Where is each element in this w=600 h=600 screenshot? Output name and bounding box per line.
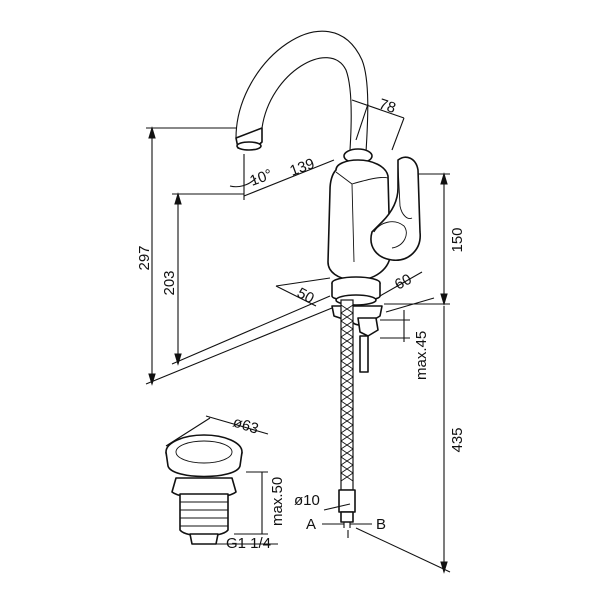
waste-valve — [165, 415, 278, 545]
fixing-nut — [357, 317, 379, 337]
faucet-body — [327, 159, 391, 281]
label-waste-thread: G1 1/4 — [226, 535, 271, 552]
waste-tail — [189, 533, 219, 545]
lever-blade — [397, 165, 413, 219]
label-height-total: 297 — [136, 245, 153, 270]
supply-hose — [340, 299, 354, 491]
label-connector-b: B — [376, 516, 386, 533]
label-waste-height: max.50 — [269, 477, 286, 526]
faucet-assembly — [235, 30, 421, 528]
aerator-outlet — [236, 141, 262, 151]
label-waste-diameter: ø63 — [231, 414, 261, 438]
waste-cap-side — [165, 451, 243, 478]
label-reach: 139 — [288, 155, 317, 180]
hose-end-nut — [340, 511, 354, 523]
spout-outer-edge — [235, 30, 369, 153]
mounting-stud — [359, 335, 369, 373]
hose-end-fitting — [338, 489, 356, 513]
label-height-spout: 203 — [161, 270, 178, 295]
label-connector-a: A — [306, 516, 316, 533]
waste-dim-63 — [165, 415, 269, 447]
waste-body — [179, 493, 229, 537]
label-base-right: 60 — [392, 271, 415, 294]
hose-braiding — [340, 304, 354, 482]
label-deck-thickness: max.45 — [413, 331, 430, 380]
waste-dim-50 — [234, 471, 268, 535]
waste-cap-inner — [175, 440, 233, 464]
label-hose-length: 435 — [449, 427, 466, 452]
label-handle-depth: 78 — [377, 96, 398, 117]
label-hose-diameter: ø10 — [294, 492, 320, 509]
waste-thread-lines — [180, 501, 228, 527]
label-body-height: 150 — [449, 227, 466, 252]
label-angle: 10° — [248, 166, 275, 190]
body-top-facet — [351, 177, 389, 185]
hose-end-pins — [343, 522, 351, 528]
label-base-left: 50 — [294, 285, 317, 308]
spout-inner-edge — [261, 57, 352, 151]
dimension-lines — [145, 99, 451, 574]
lever-handle — [370, 156, 421, 261]
lever-inner-curve — [373, 221, 407, 249]
